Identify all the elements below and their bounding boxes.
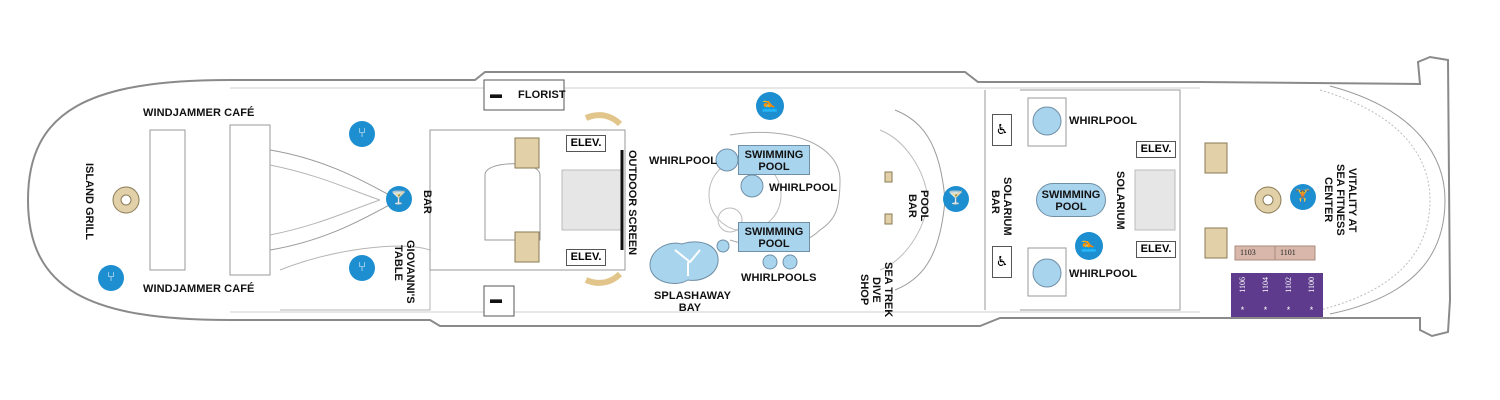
splashaway-bay-label: SPLASHAWAY BAY (654, 290, 732, 314)
swimming-icon: 🏊 (1075, 232, 1103, 260)
whirlpool-label: WHIRLPOOL (649, 155, 718, 167)
suite-mark: * (1309, 305, 1314, 315)
restroom-icon: ▬ (490, 87, 503, 101)
restroom-icon: ♿ (992, 114, 1012, 146)
cocktail-icon: 🍸 (386, 186, 412, 212)
dining-icon: ⑂ (349, 255, 375, 281)
suite-number: 1106 (1238, 277, 1247, 293)
solarium-outline (1020, 89, 1181, 311)
florist-label: FLORIST (518, 89, 566, 101)
elevator-label: ELEV. (1136, 141, 1176, 158)
windjammer-cafe-bottom-label: WINDJAMMER CAFÉ (143, 283, 255, 295)
elevator-label: ELEV. (1136, 241, 1176, 258)
whirlpools-tub-1 (762, 254, 778, 270)
fitness-icon: 🏋 (1290, 184, 1316, 210)
whirlpool-left-tub (715, 148, 739, 172)
solarium-whirlpool-bottom-label: WHIRLPOOL (1069, 268, 1138, 280)
restroom-icon: ▬ (490, 292, 503, 306)
solarium-whirlpool-top-tub (1032, 106, 1062, 136)
hull-inner-line (230, 87, 1200, 313)
florist-box (483, 79, 565, 111)
suite-1102[interactable]: 1102 * (1277, 273, 1300, 317)
stairs-fwd-top (514, 137, 540, 169)
cocktail-icon: 🍸 (943, 186, 969, 212)
elevator-core-fwd (561, 169, 623, 231)
solarium-swimming-pool: SWIMMING POOL (1036, 183, 1106, 217)
swimming-icon: 🏊 (756, 92, 784, 120)
solarium-label: SOLARIUM (1114, 170, 1126, 230)
dining-icon: ⑂ (98, 265, 124, 291)
bow-curve (1329, 85, 1446, 315)
dining-icon: ⑂ (349, 121, 375, 147)
swimming-pool-top: SWIMMING POOL (738, 145, 810, 175)
whirlpools-label: WHIRLPOOLS (741, 272, 817, 284)
whirlpool-mid-label: WHIRLPOOL (769, 182, 838, 194)
hull-outline (26, 55, 1452, 338)
solarium-elevator-core (1134, 169, 1176, 231)
bow-curve-inner (1319, 89, 1431, 311)
elevator-label: ELEV. (566, 249, 606, 266)
suite-mark: * (1263, 305, 1268, 315)
whirlpools-tub-2 (782, 254, 798, 270)
windjammer-arms2 (269, 164, 381, 236)
pool-bar-label: POOL BAR (906, 190, 930, 222)
stairs-arc-bottom (584, 271, 623, 286)
stairs-arc-top (584, 112, 623, 127)
cabin-1103[interactable]: 1103 (1240, 248, 1256, 257)
suite-1104[interactable]: 1104 * (1254, 273, 1277, 317)
restroom-aft-box (483, 285, 515, 317)
suites-block: 1106 * 1104 * 1102 * 1100 * (1231, 273, 1323, 317)
solarium-bar-label: SOLARIUM BAR (989, 177, 1013, 236)
bar-label: BAR (421, 190, 433, 214)
suite-number: 1100 (1307, 277, 1316, 293)
stairs-fwd-bottom (514, 231, 540, 263)
solarium-whirlpool-bottom-tub (1032, 258, 1062, 288)
vitality-fitness-center-label: VITALITY AT SEA FITNESS CENTER (1322, 164, 1358, 236)
giovannis-table-label: GIOVANNI'S TABLE (392, 240, 416, 304)
splashaway-bay-shape (649, 241, 719, 284)
outdoor-screen-label: OUTDOOR SCREEN (626, 150, 638, 256)
suite-number: 1102 (1284, 277, 1293, 293)
windjammer-cafe-top-label: WINDJAMMER CAFÉ (143, 107, 255, 119)
whirlpool-mid-tub (740, 174, 764, 198)
suite-mark: * (1240, 305, 1245, 315)
swimming-pool-mid: SWIMMING POOL (738, 222, 810, 252)
midship-block (429, 129, 626, 271)
sea-trek-dive-shop-label: SEA TREK DIVE SHOP (858, 262, 894, 318)
cabin-1101[interactable]: 1101 (1280, 248, 1296, 257)
solarium-whirlpool-top-label: WHIRLPOOL (1069, 115, 1138, 127)
suite-1100[interactable]: 1100 * (1300, 273, 1323, 317)
elevator-label: ELEV. (566, 135, 606, 152)
suite-number: 1104 (1261, 277, 1270, 293)
stairs-aft-bottom (1204, 227, 1228, 259)
suite-mark: * (1286, 305, 1291, 315)
stairs-aft-top (1204, 142, 1228, 174)
suite-1106[interactable]: 1106 * (1231, 273, 1254, 317)
restroom-icon: ♿ (992, 246, 1012, 278)
windjammer-structure (149, 124, 271, 276)
island-grill-label: ISLAND GRILL (83, 163, 95, 240)
